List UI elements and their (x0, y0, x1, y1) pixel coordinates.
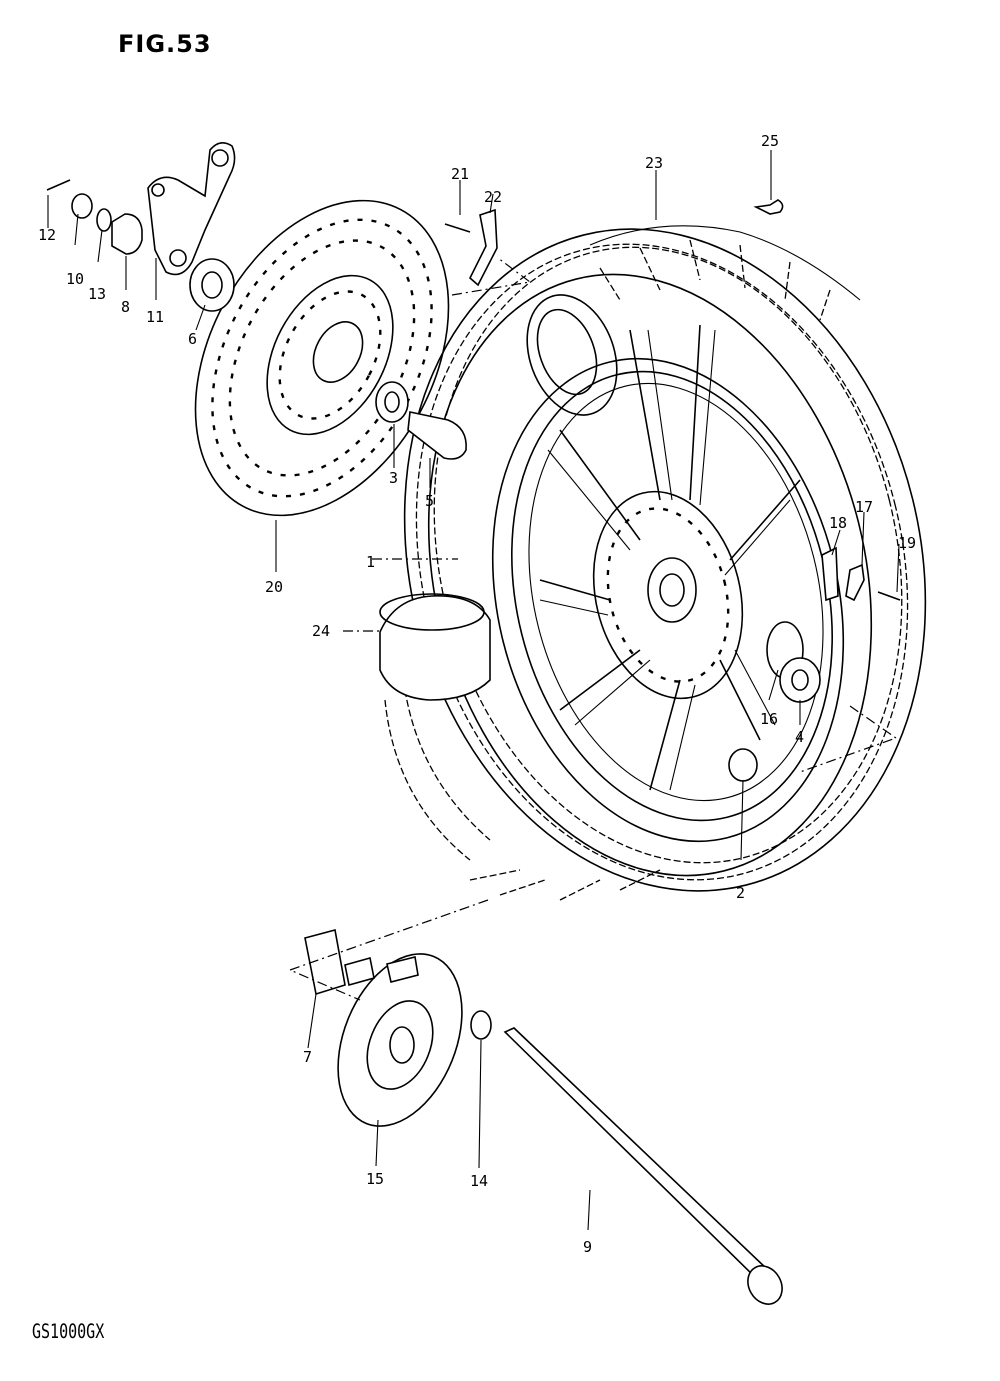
leader-lines (47, 150, 900, 1231)
callout-7: 7 (303, 1048, 312, 1066)
callout-4: 4 (795, 728, 804, 746)
sprocket-hub (304, 929, 463, 1127)
figure-title: FIG.53 (118, 30, 212, 58)
callout-8: 8 (121, 298, 130, 316)
callout-17: 17 (855, 498, 873, 516)
callout-3: 3 (389, 469, 398, 487)
callout-14: 14 (470, 1172, 488, 1190)
callout-18: 18 (829, 514, 847, 532)
callout-21: 21 (451, 165, 469, 183)
callout-10: 10 (66, 270, 84, 288)
wheel-hub (592, 490, 744, 700)
callout-22: 22 (484, 188, 502, 206)
callout-20: 20 (265, 578, 283, 596)
tyre-section-top (526, 294, 618, 416)
callout-2: 2 (736, 884, 745, 902)
callout-24: 24 (312, 622, 330, 640)
tyre (384, 225, 927, 901)
callout-5: 5 (425, 492, 434, 510)
callout-labels: 1 2 3 4 5 6 7 8 9 10 11 12 13 14 15 16 1… (38, 132, 916, 1256)
callout-23: 23 (645, 154, 663, 172)
small-parts-right (728, 546, 901, 782)
callout-11: 11 (146, 308, 164, 326)
callout-1: 1 (366, 553, 375, 571)
callout-13: 13 (88, 285, 106, 303)
assembly-lines (288, 257, 898, 1001)
model-code: GS1000GX (32, 1320, 105, 1344)
small-parts-left (46, 179, 784, 460)
axle (470, 1010, 783, 1305)
callout-16: 16 (760, 710, 778, 728)
callout-25: 25 (761, 132, 779, 150)
caliper-bracket (147, 142, 236, 276)
callout-12: 12 (38, 226, 56, 244)
callout-15: 15 (366, 1170, 384, 1188)
callout-19: 19 (898, 534, 916, 552)
tyre-section-bottom (379, 593, 491, 701)
callout-9: 9 (583, 1238, 592, 1256)
callout-6: 6 (188, 330, 197, 348)
